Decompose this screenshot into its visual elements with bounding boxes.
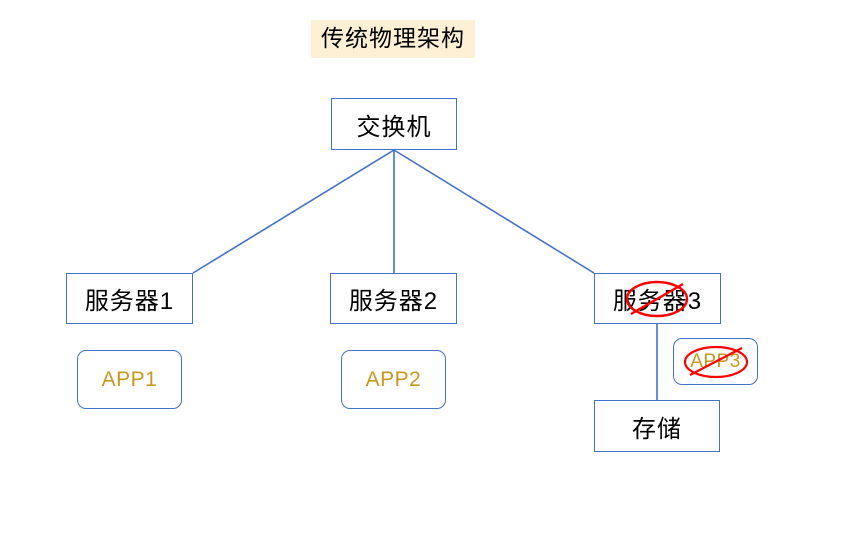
node-switch[interactable]: 交换机	[331, 98, 457, 150]
node-app2[interactable]: APP2	[341, 350, 446, 409]
node-app2-label: APP2	[365, 367, 422, 391]
page-title: 传统物理架构	[311, 20, 475, 58]
edge-switch-server1	[192, 149, 395, 274]
node-app1[interactable]: APP1	[77, 350, 182, 409]
node-server2[interactable]: 服务器2	[330, 273, 457, 324]
node-server2-label: 服务器2	[348, 288, 439, 315]
node-app1-label: APP1	[101, 367, 158, 391]
node-server3-label: 服务器3	[612, 288, 703, 315]
edge-switch-server3	[393, 149, 595, 274]
node-server1[interactable]: 服务器1	[66, 273, 193, 324]
node-switch-label: 交换机	[356, 113, 432, 141]
node-server1-label: 服务器1	[84, 288, 175, 315]
node-server3[interactable]: 服务器3	[594, 273, 721, 324]
node-app3-label: APP3	[690, 350, 741, 372]
node-app3[interactable]: APP3	[673, 338, 758, 385]
node-storage[interactable]: 存储	[594, 400, 720, 452]
node-storage-label: 存储	[632, 415, 682, 443]
